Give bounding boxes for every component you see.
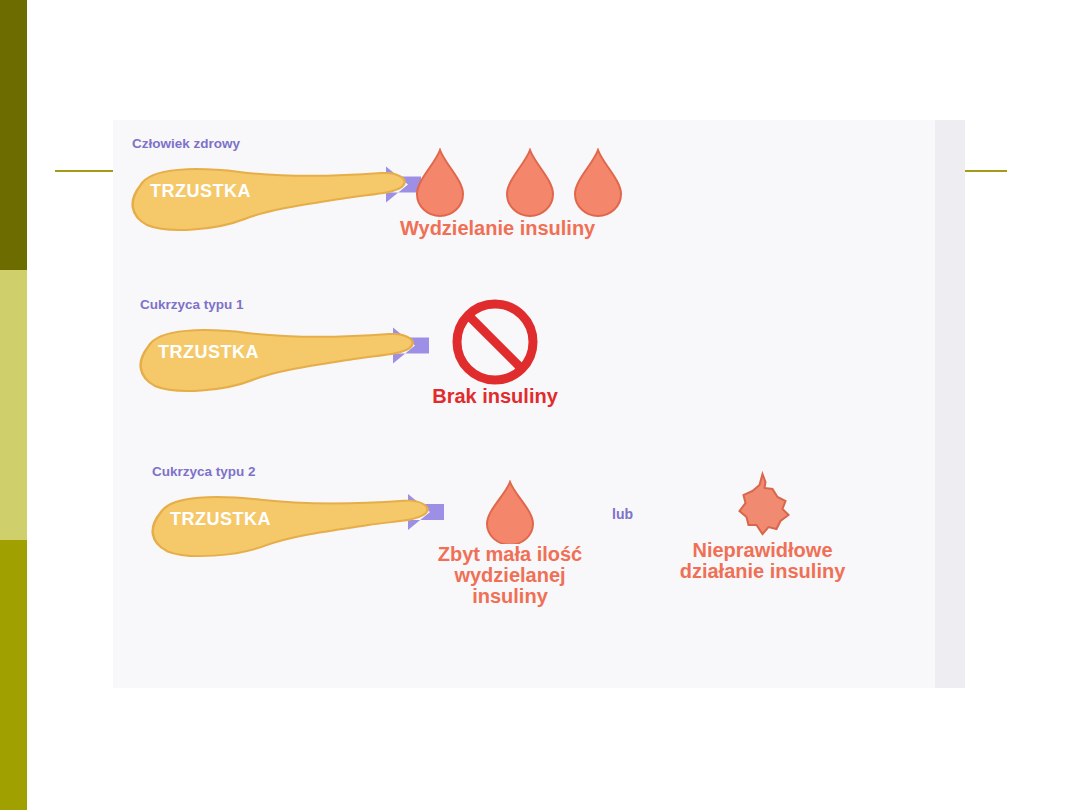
organ-name: TRZUSTKA [128,163,413,221]
pancreas-shape: TRZUSTKA [148,491,436,561]
insulin-node: Zbyt mała ilość wydzielanej insuliny [420,480,600,607]
insulin-node: Brak insuliny [405,298,585,407]
insulin-node: Nieprawidłowe działanie insuliny [655,468,870,582]
insulin-drop [507,150,553,216]
side-bar [0,0,27,270]
faulty-insulin [740,474,789,534]
caption: Zbyt mała ilość wydzielanej insuliny [428,544,593,607]
side-bar [0,270,27,540]
picture-panel [113,120,965,688]
side-bar [0,540,27,810]
no-symbol-bar [468,315,522,369]
insulin-drop [575,150,621,216]
organ-name: TRZUSTKA [136,324,421,382]
insulin-drop [417,150,463,216]
insulin-node: Wydzielanie insuliny [398,148,678,239]
pancreas-node: Człowiek zdrowyTRZUSTKA [128,136,413,235]
caption: Nieprawidłowe działanie insuliny [663,540,863,582]
pancreas-node: Cukrzyca typu 2 TRZUSTKA [148,464,436,561]
connective-word: lub [612,506,633,522]
pancreas-shape: TRZUSTKA [128,163,413,235]
insulin-icon [420,480,600,544]
pancreas-shape: TRZUSTKA [136,324,421,396]
insulin-icon [398,148,678,218]
picture-shade [935,120,965,688]
pancreas-node: Cukrzyca typu 1 TRZUSTKA [136,297,421,396]
insulin-drop [487,482,533,544]
insulin-icon [405,298,585,386]
no-symbol [457,304,533,380]
section-heading: Cukrzyca typu 1 [140,297,421,312]
section-heading: Cukrzyca typu 2 [152,464,436,479]
caption: Wydzielanie insuliny [400,218,680,239]
section-heading: Człowiek zdrowy [132,136,413,151]
caption: Brak insuliny [405,386,585,407]
organ-name: TRZUSTKA [148,491,436,547]
insulin-icon [655,468,870,540]
